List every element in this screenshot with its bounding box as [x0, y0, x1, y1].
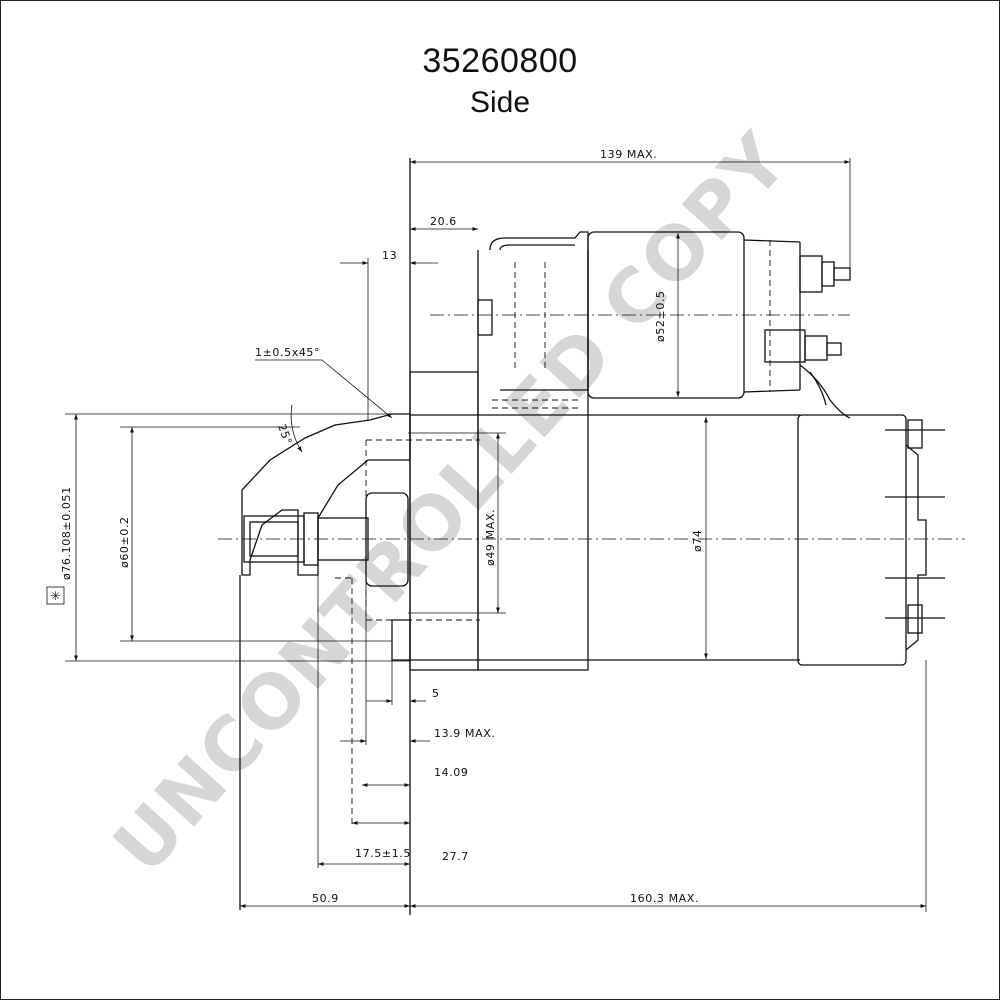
dim-solenoid-diameter: ø52±0.5	[654, 290, 667, 342]
datum-box	[46, 586, 65, 605]
drive-housing	[409, 250, 800, 671]
dim-body-length: 160.3 MAX.	[630, 892, 699, 905]
dim-flange-offset: 20.6	[430, 215, 457, 228]
dim-motor-diameter: ø74	[691, 529, 704, 552]
terminal-studs	[764, 255, 851, 419]
dim-pilot-step: 13	[382, 249, 397, 262]
dim-chamfer: 1±0.5x45°	[255, 346, 320, 359]
dim-pinion-stop: 17.5±1.5	[355, 847, 411, 860]
dim-pinion-diameter: ø49 MAX.	[484, 509, 497, 566]
dim-front-length: 50.9	[312, 892, 339, 905]
dim-pilot-diameter: ø60±0.2	[118, 516, 131, 568]
dim-pinion-length: 27.7	[442, 850, 469, 863]
datum-symbol: ✳	[50, 589, 60, 603]
part-number-title: 35260800	[422, 42, 578, 80]
dim-pinion-offset: 14.09	[434, 766, 469, 779]
motor-housing	[797, 414, 945, 666]
dim-flange-diameter: ø76.108±0.051	[60, 486, 73, 580]
dim-gap-small: 5	[432, 687, 440, 700]
dim-pinion-travel: 13.9 MAX.	[434, 727, 495, 740]
view-label: Side	[469, 86, 531, 119]
dim-overall-length: 139 MAX.	[600, 148, 657, 161]
